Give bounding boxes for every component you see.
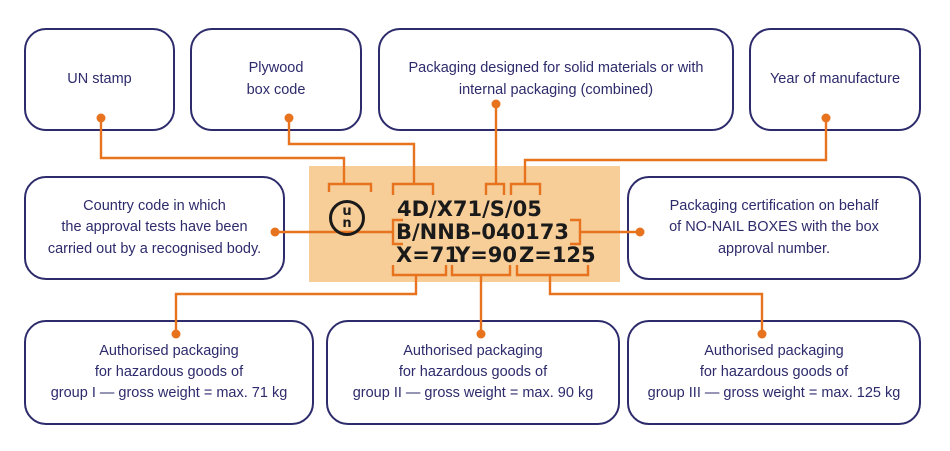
connector-dot (270, 227, 280, 237)
box-line: Packaging certification on behalf (669, 198, 879, 215)
bracket-x-value (391, 265, 448, 277)
box-line: group II — gross weight = max. 90 kg (352, 385, 594, 401)
box-line: Authorised packaging (704, 342, 844, 359)
bracket-z-value (515, 265, 590, 277)
solid-materials-text: Packaging designed for solid materials o… (409, 58, 704, 100)
box-line: approval number. (717, 240, 831, 257)
box-line: for hazardous goods of (699, 363, 849, 380)
marking-z-value: Z=125 (519, 243, 596, 267)
certification-box: Packaging certification on behalf of NO-… (627, 176, 921, 280)
marking-y-value: Y=90 (455, 243, 518, 267)
bracket-year-code (509, 182, 542, 195)
box-line: the approval tests have been (61, 219, 248, 236)
bracket-certification-code (570, 218, 582, 246)
box-line: for hazardous goods of (94, 363, 244, 380)
box-line: of NO-NAIL BOXES with the box (669, 219, 879, 236)
box-line: carried out by a recognised body. (47, 240, 262, 257)
group3-text: Authorised packaging for hazardous goods… (648, 341, 901, 404)
box-line: Packaging designed for solid materials o… (408, 60, 704, 77)
connector-dot (476, 329, 486, 339)
plywood-code-box: Plywood box code (190, 28, 362, 131)
bracket-un-symbol (327, 182, 373, 192)
un-symbol-n: n (342, 216, 352, 231)
country-code-box: Country code in which the approval tests… (24, 176, 285, 280)
connector-plywood (287, 118, 416, 184)
connector-dot (821, 113, 831, 123)
group2-box: Authorised packaging for hazardous goods… (326, 320, 620, 425)
connector-group1 (174, 275, 418, 334)
connector-dot (96, 113, 106, 123)
connector-dot (171, 329, 181, 339)
marking-x-value: X=71 (396, 243, 460, 267)
bracket-plywood-code (391, 182, 435, 195)
certification-text: Packaging certification on behalf of NO-… (669, 196, 879, 259)
country-code-text: Country code in which the approval tests… (48, 196, 261, 259)
connector-group3 (548, 275, 764, 334)
marking-line-1: 4D/X71/S/05 (397, 197, 542, 221)
connector-dot (635, 227, 645, 237)
group3-box: Authorised packaging for hazardous goods… (627, 320, 921, 425)
box-line: Authorised packaging (403, 342, 543, 359)
box-line: UN stamp (67, 70, 132, 87)
box-line: Country code in which (83, 198, 226, 215)
box-line: group I — gross weight = max. 71 kg (50, 385, 288, 401)
connector-dot (284, 113, 294, 123)
year-text: Year of manufacture (770, 69, 900, 90)
box-line: group III — gross weight = max. 125 kg (647, 385, 901, 401)
marking-line-2: B/NNB–040173 (396, 220, 570, 244)
box-line: Authorised packaging (99, 342, 239, 359)
box-line: Plywood (248, 60, 304, 77)
un-symbol-u: u (342, 204, 352, 219)
box-line: Year of manufacture (769, 70, 901, 87)
connector-year (523, 118, 828, 184)
box-line: for hazardous goods of (398, 363, 548, 380)
group2-text: Authorised packaging for hazardous goods… (353, 341, 594, 404)
bracket-country-code (391, 218, 403, 246)
group1-text: Authorised packaging for hazardous goods… (51, 341, 288, 404)
box-line: internal packaging (combined) (458, 81, 654, 98)
group1-box: Authorised packaging for hazardous goods… (24, 320, 314, 425)
box-line: box code (246, 81, 306, 98)
plywood-code-text: Plywood box code (247, 58, 306, 100)
solid-materials-box: Packaging designed for solid materials o… (378, 28, 734, 131)
bracket-solid-code (484, 182, 506, 195)
year-box: Year of manufacture (749, 28, 921, 131)
un-stamp-text: UN stamp (67, 69, 131, 90)
un-symbol-icon: u n (329, 200, 365, 236)
connector-un-stamp (99, 118, 346, 184)
connector-dot (491, 99, 501, 109)
connector-dot (757, 329, 767, 339)
